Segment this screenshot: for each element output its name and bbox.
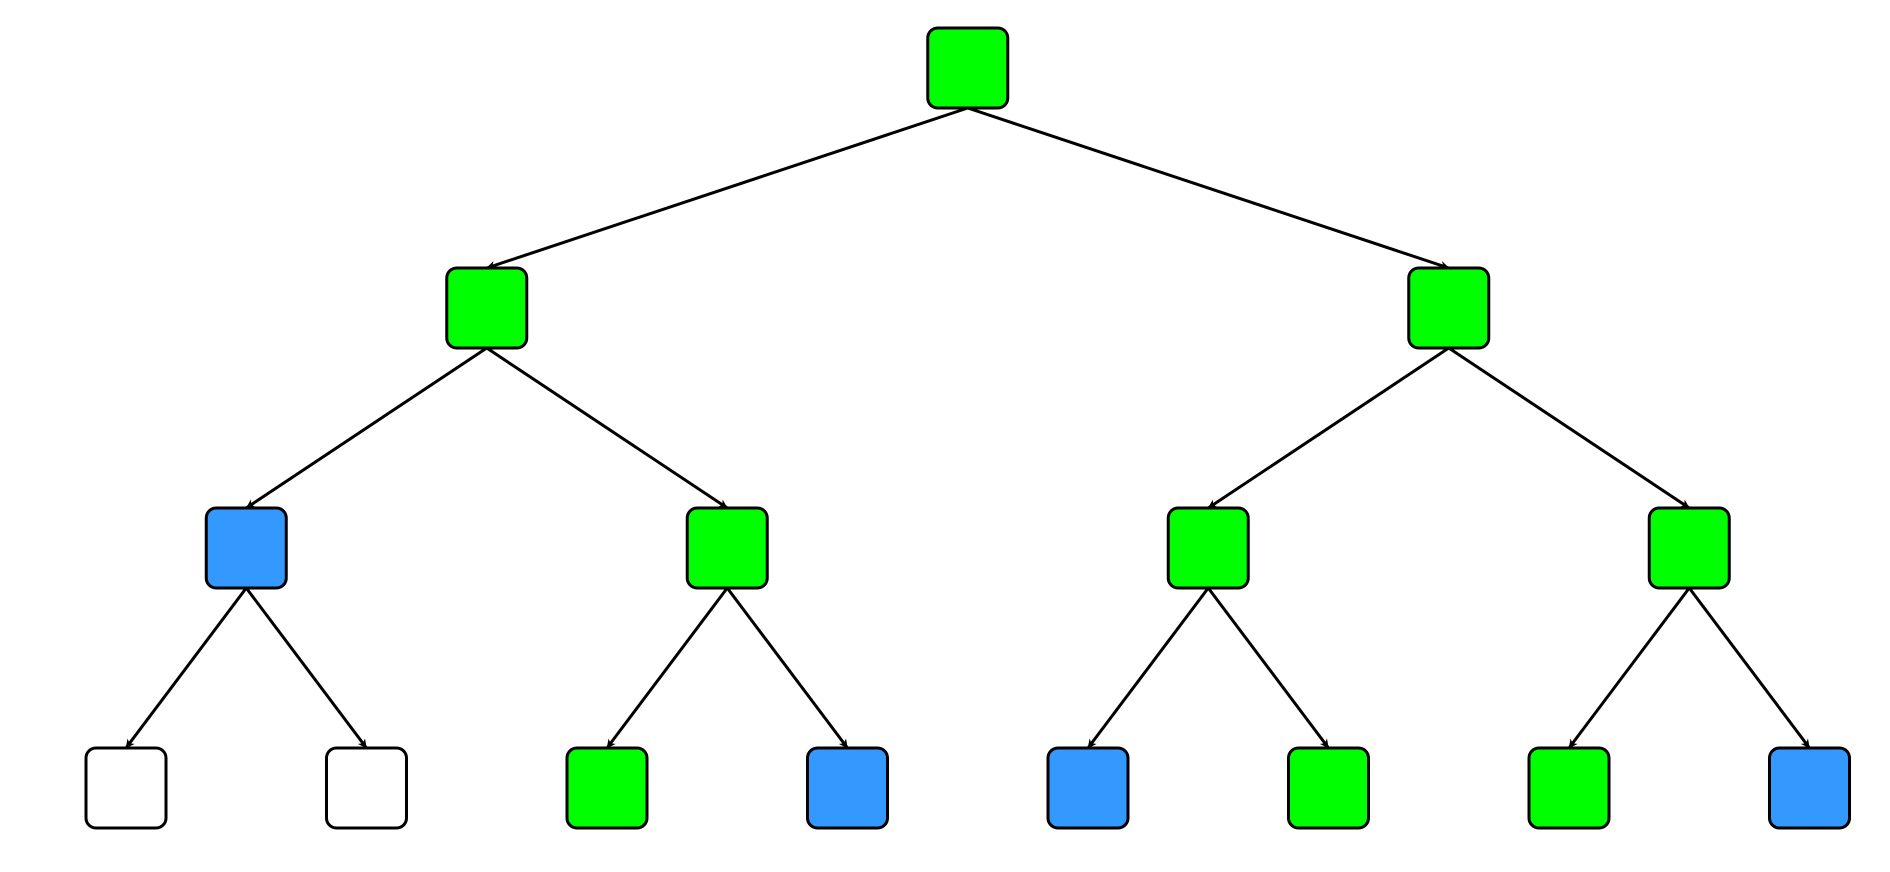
edge-n2-n5 <box>1207 346 1450 510</box>
tree-node-n4-green <box>685 506 769 590</box>
tree-node-n14-blue <box>1768 746 1851 830</box>
tree-node-n3-blue <box>204 506 288 590</box>
tree-node-n5-green <box>1166 506 1250 590</box>
edge-n6-n13 <box>1567 587 1691 749</box>
edge-n0-n1 <box>486 106 969 270</box>
edge-n1-n4 <box>485 346 729 510</box>
tree-node-n10-blue <box>806 746 889 830</box>
tree-node-n11-blue <box>1046 746 1130 830</box>
edges-layer <box>124 106 1811 749</box>
tree-node-n2-green <box>1407 266 1491 350</box>
edge-n6-n14 <box>1688 587 1811 749</box>
tree-node-n0-green <box>926 26 1010 110</box>
edge-n5-n12 <box>1207 587 1330 749</box>
tree-node-n13-green <box>1527 746 1611 830</box>
tree-node-n9-green <box>565 746 649 830</box>
tree-node-n12-green <box>1287 746 1370 830</box>
nodes-layer <box>84 26 1851 830</box>
tree-node-n6-green <box>1647 506 1731 590</box>
edge-n3-n8 <box>245 587 368 749</box>
edge-n0-n2 <box>967 106 1450 270</box>
edge-n4-n9 <box>605 587 729 749</box>
tree-node-n8-white <box>325 746 408 830</box>
edge-n3-n7 <box>124 587 248 749</box>
edge-n1-n3 <box>245 346 488 510</box>
tree-node-n7-white <box>84 746 168 830</box>
tree-node-n1-green <box>445 266 529 350</box>
edge-n4-n10 <box>726 587 849 749</box>
edge-n2-n6 <box>1447 346 1691 510</box>
edge-n5-n11 <box>1086 587 1210 749</box>
